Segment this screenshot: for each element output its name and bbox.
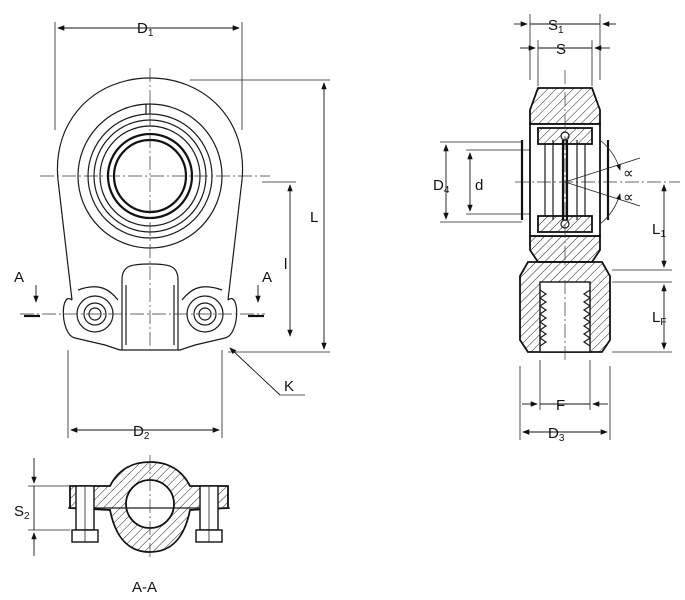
label-l1: L1 [652,221,666,240]
label-d2: D2 [133,423,150,442]
side-view: ∝ ∝ S1 S D4 d L1 LF [433,14,680,444]
label-d3: D3 [548,425,565,444]
leader-k [229,347,281,396]
front-view: A A D1 D2 L l K [14,20,330,442]
section-label-a-left: A [14,269,24,286]
label-s: S [556,41,566,58]
shank [121,263,179,350]
label-l-small: l [284,256,287,273]
section-title: A-A [132,579,157,596]
label-s2: S2 [14,503,30,522]
label-d1: D1 [137,20,154,39]
label-lf: LF [652,309,666,328]
label-d: d [475,177,483,194]
label-s1: S1 [548,17,564,36]
section-a-a-view: S2 A-A [14,455,230,596]
section-bolt-left [71,485,99,543]
flange-outline [62,297,238,351]
label-alpha-bottom: ∝ [623,189,634,206]
label-k: K [284,378,294,395]
label-alpha-top: ∝ [623,165,634,182]
label-l: L [310,209,318,226]
label-d4: D4 [433,177,450,196]
section-bolt-right [195,485,223,543]
label-f: F [556,397,565,414]
section-label-a-right: A [262,269,272,286]
